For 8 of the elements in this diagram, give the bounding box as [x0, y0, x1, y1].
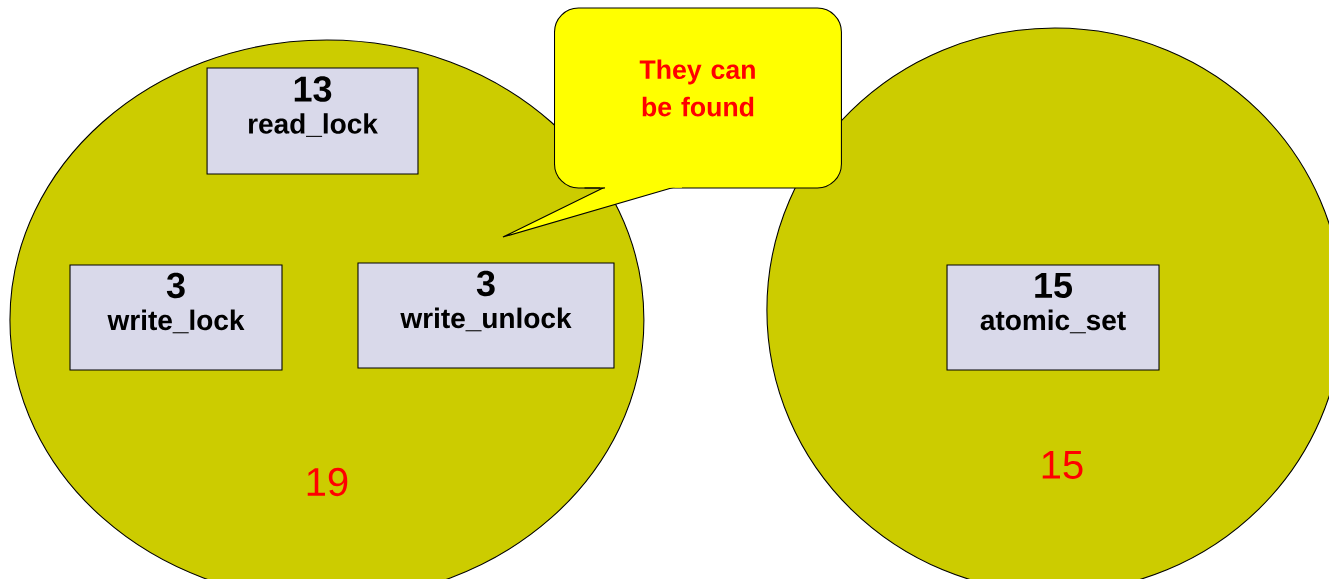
speech-bubble: They can be found — [502, 7, 842, 238]
circle — [766, 27, 1329, 579]
function-box: 15 atomic_set — [946, 264, 1160, 371]
function-box: 3 write_unlock — [357, 262, 615, 369]
function-box: 13 read_lock — [206, 67, 419, 175]
function-box: 3 write_lock — [69, 264, 283, 371]
count-number: 15 — [1042, 451, 1083, 480]
count-number: 19 — [307, 467, 348, 497]
